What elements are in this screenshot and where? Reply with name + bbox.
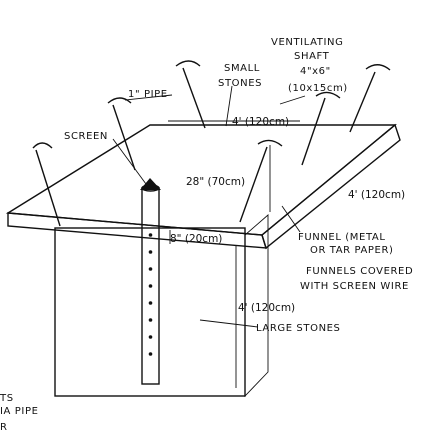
stone-pit xyxy=(54,214,269,398)
pit-depth-label: 4' (120cm) xyxy=(238,302,295,314)
top-width-label: 4' (120cm) xyxy=(232,116,289,128)
funnel-left xyxy=(32,142,61,227)
pipe-label: 1" PIPE xyxy=(128,89,168,100)
side-length-label: 4' (120cm) xyxy=(348,189,405,201)
screen-leader xyxy=(112,138,147,185)
shaft-size-label: 4"x6" xyxy=(300,66,331,77)
funnel-front xyxy=(239,139,283,223)
inner-depth-label: 28" (70cm) xyxy=(186,176,245,188)
funnels-covered-label-2: WITH SCREEN WIRE xyxy=(300,281,409,292)
shaft-leader xyxy=(279,95,306,105)
funnel-label-2: OR TAR PAPER) xyxy=(310,245,394,256)
funnels-covered-label-1: FUNNELS COVERED xyxy=(306,266,413,277)
cut-off-label-1: TS xyxy=(0,393,14,404)
funnel-leader xyxy=(281,205,301,233)
ventilating-label: VENTILATING xyxy=(271,37,343,48)
cut-off-label-2: IA PIPE xyxy=(0,406,39,417)
large-stones-leader xyxy=(199,319,259,328)
stones-label: STONES xyxy=(218,78,262,89)
funnel-right-back xyxy=(349,64,391,133)
large-stones-label: LARGE STONES xyxy=(256,323,341,334)
shaft-label: SHAFT xyxy=(294,51,330,62)
funnel-top xyxy=(175,60,206,129)
pipe-leader xyxy=(124,94,173,101)
cut-off-label-3: R xyxy=(0,422,8,433)
shaft-size-cm-label: (10x15cm) xyxy=(288,83,348,94)
screen-label: SCREEN xyxy=(64,131,108,142)
small-stones-leader xyxy=(225,85,233,127)
small-label: SMALL xyxy=(224,63,260,74)
vent-pipe xyxy=(140,178,161,385)
slab-depth-label: 8" (20cm) xyxy=(170,233,222,245)
funnel-center xyxy=(301,91,341,166)
funnel-pipe xyxy=(107,97,136,171)
funnel-label-1: FUNNEL (METAL xyxy=(298,232,386,243)
